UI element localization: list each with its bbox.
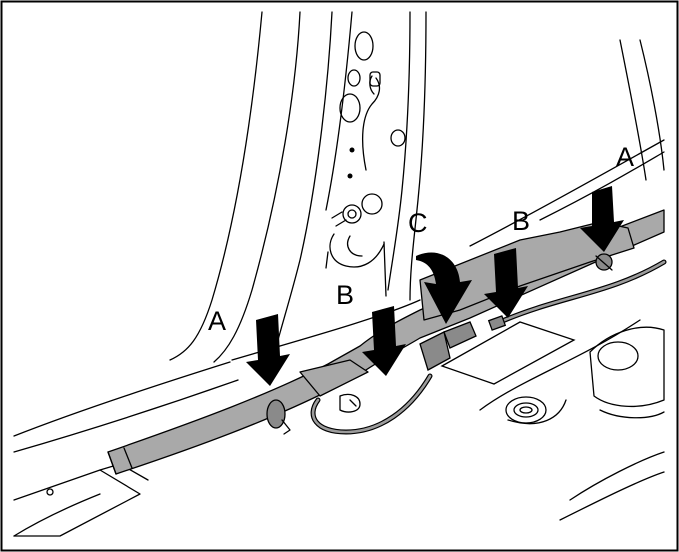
arrow-a-left	[246, 314, 290, 386]
arrows	[246, 186, 624, 386]
label-b-right: B	[512, 206, 530, 236]
label-c: C	[408, 208, 428, 238]
floor-panel	[13, 39, 665, 537]
arrow-b-right	[484, 248, 528, 318]
center-pillar	[169, 11, 427, 363]
arrow-b-left	[362, 306, 406, 376]
label-a-left: A	[208, 306, 226, 336]
label-a-right: A	[616, 142, 634, 172]
arrow-c-curved	[416, 252, 472, 324]
label-b-left: B	[336, 280, 354, 310]
arrow-a-right	[580, 186, 624, 252]
